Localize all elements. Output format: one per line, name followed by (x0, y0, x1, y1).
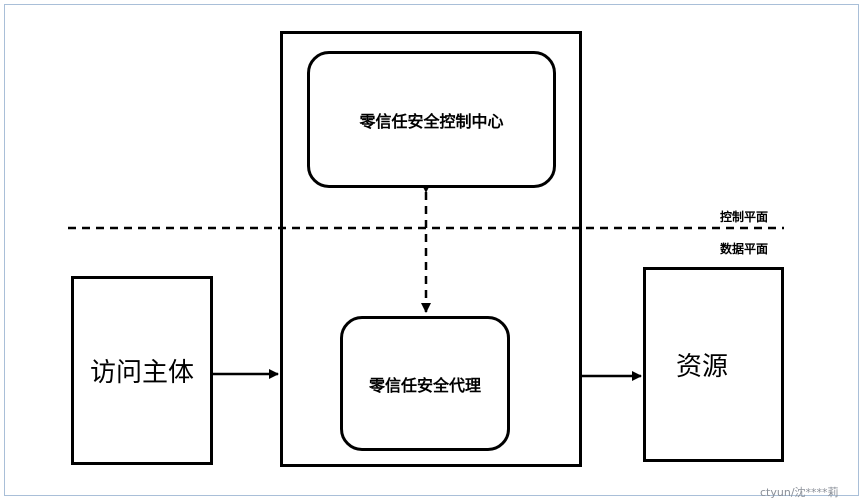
resource-label: 资源 (676, 352, 729, 382)
access-subject-box: 访问主体 (71, 276, 213, 465)
control-center-label: 零信任安全控制中心 (359, 111, 504, 131)
zero-trust-gateway-container (280, 31, 582, 467)
control-plane-label: 控制平面 (720, 210, 769, 224)
security-agent-box: 零信任安全代理 (340, 316, 510, 451)
image-frame (4, 4, 859, 496)
security-agent-label: 零信任安全代理 (368, 375, 481, 395)
control-center-box: 零信任安全控制中心 (307, 51, 556, 188)
resource-box: 资源 (643, 267, 784, 462)
watermark-text: ctyun/沈****莉 (760, 486, 839, 499)
access-subject-label: 访问主体 (89, 358, 194, 388)
data-plane-label: 数据平面 (720, 242, 769, 256)
